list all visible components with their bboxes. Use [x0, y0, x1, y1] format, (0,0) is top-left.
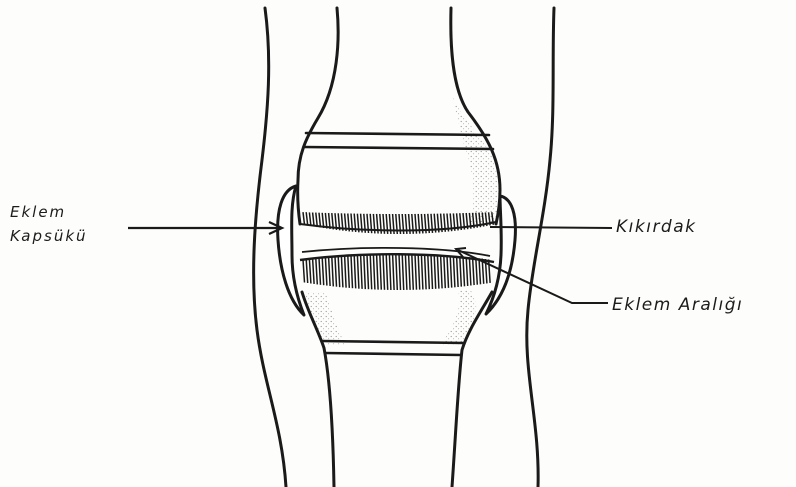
femur	[298, 8, 500, 224]
capsule-label-line2: Kapsükü	[10, 227, 88, 245]
upper-cartilage	[300, 212, 496, 234]
cartilage-leader-line	[490, 227, 612, 228]
cartilage-label: Kıkırdak	[616, 217, 696, 237]
lower-cartilage	[300, 254, 494, 290]
tibia-shading	[305, 290, 476, 345]
joint-capsule-left	[278, 186, 304, 315]
soft-tissue-outline-right	[527, 8, 554, 487]
joint-space-label: Eklem Aralığı	[612, 295, 743, 315]
femur-shading	[452, 95, 499, 222]
tibia	[302, 290, 492, 487]
capsule-label-line1: Eklem	[10, 203, 66, 221]
lower-cartilage-hatching	[303, 254, 490, 290]
femur-outline	[298, 8, 500, 224]
